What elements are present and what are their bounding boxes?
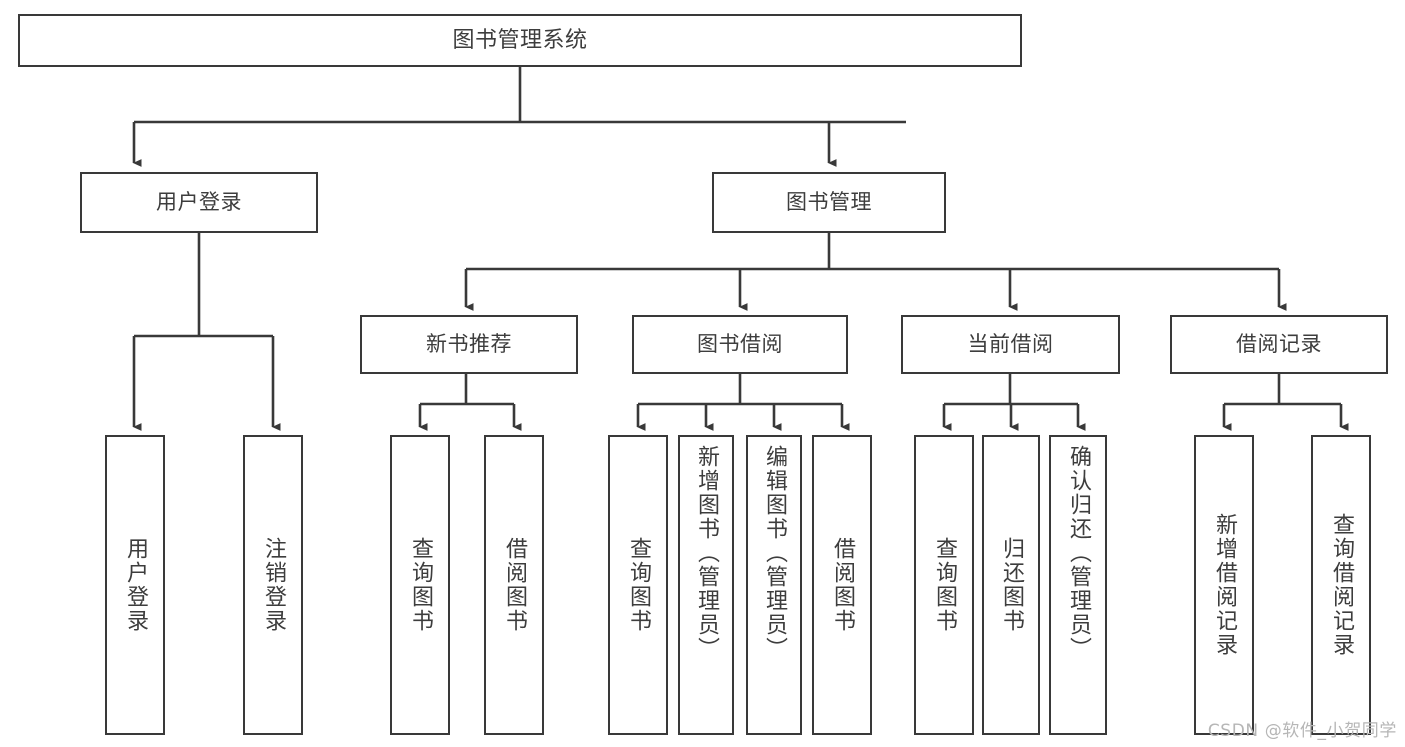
node-new-book-recommend[interactable]: 新书推荐 <box>360 315 578 374</box>
node-leaf-logout[interactable]: 注销登录 <box>243 435 303 735</box>
node-label: 图书借阅 <box>697 332 783 357</box>
node-user-login[interactable]: 用户登录 <box>80 172 318 233</box>
node-label: 查询借阅记录 <box>1329 513 1354 657</box>
node-label: 借阅图书 <box>502 537 527 633</box>
node-book-management[interactable]: 图书管理 <box>712 172 946 233</box>
node-leaf-add-book-admin[interactable]: 新增图书（管理员） <box>678 435 734 735</box>
node-leaf-query-book-borrow[interactable]: 查询图书 <box>608 435 668 735</box>
node-borrow-record[interactable]: 借阅记录 <box>1170 315 1388 374</box>
node-label: 查询图书 <box>932 537 957 633</box>
node-label: 当前借阅 <box>967 332 1054 357</box>
node-label: 新增借阅记录 <box>1212 513 1237 657</box>
node-label: 借阅记录 <box>1236 332 1322 357</box>
node-leaf-return-book[interactable]: 归还图书 <box>982 435 1040 735</box>
node-leaf-add-borrow-record[interactable]: 新增借阅记录 <box>1194 435 1254 735</box>
node-label: 确认归还（管理员） <box>1066 445 1091 661</box>
node-label: 借阅图书 <box>830 537 855 633</box>
node-label: 归还图书 <box>999 537 1024 633</box>
node-label: 新增图书（管理员） <box>694 445 719 661</box>
node-label: 查询图书 <box>626 537 651 633</box>
node-root-system[interactable]: 图书管理系统 <box>18 14 1022 67</box>
node-label: 图书管理 <box>786 190 872 215</box>
node-label: 新书推荐 <box>426 332 512 357</box>
node-label: 查询图书 <box>408 537 433 633</box>
node-book-borrow[interactable]: 图书借阅 <box>632 315 848 374</box>
node-leaf-user-login[interactable]: 用户登录 <box>105 435 165 735</box>
node-leaf-query-book-recommend[interactable]: 查询图书 <box>390 435 450 735</box>
node-leaf-borrow-book-recommend[interactable]: 借阅图书 <box>484 435 544 735</box>
node-label: 用户登录 <box>123 537 148 633</box>
node-leaf-query-borrow-record[interactable]: 查询借阅记录 <box>1311 435 1371 735</box>
node-leaf-borrow-book[interactable]: 借阅图书 <box>812 435 872 735</box>
node-current-borrow[interactable]: 当前借阅 <box>901 315 1120 374</box>
node-label: 注销登录 <box>261 537 286 633</box>
node-leaf-confirm-return-admin[interactable]: 确认归还（管理员） <box>1049 435 1107 735</box>
node-label: 编辑图书（管理员） <box>762 445 787 661</box>
node-label: 用户登录 <box>156 190 242 215</box>
node-leaf-edit-book-admin[interactable]: 编辑图书（管理员） <box>746 435 802 735</box>
node-label: 图书管理系统 <box>452 27 588 53</box>
node-leaf-query-book-current[interactable]: 查询图书 <box>914 435 974 735</box>
